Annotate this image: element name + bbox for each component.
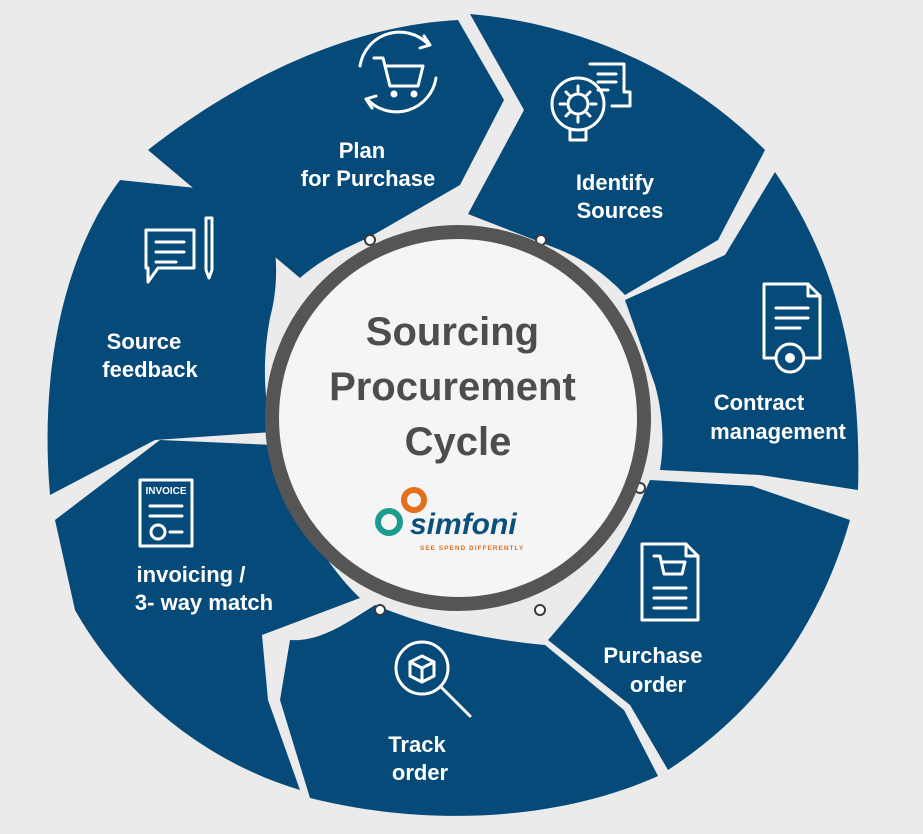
- segment-contract-management: [625, 172, 859, 490]
- segment-invoicing-3-way-match: [55, 440, 360, 790]
- cycle-ring: [47, 14, 859, 816]
- center-title-line-3: Cycle: [405, 420, 512, 464]
- step-label-purchase-order: Purchase order: [603, 643, 708, 697]
- step-label-invoicing-3-way-match: invoicing / 3- way match: [135, 562, 273, 615]
- brand-tagline: SEE SPEND DIFFERENTLY: [420, 545, 524, 552]
- purchase-order-icon: [640, 542, 700, 622]
- cart-refresh-icon: [358, 30, 438, 114]
- chat-pencil-icon: [144, 216, 214, 284]
- step-label-contract-management: Contract management: [710, 390, 846, 444]
- segment-source-feedback: [47, 180, 277, 495]
- logo-ring-orange: [401, 487, 427, 513]
- gear-document-icon: [550, 62, 632, 142]
- center-title-line-1: Sourcing: [366, 310, 539, 354]
- step-label-source-feedback: Source feedback: [102, 329, 198, 382]
- brand-name: simfoni: [410, 508, 517, 541]
- segment-identify-sources: [468, 14, 765, 295]
- step-label-identify-sources: Identify Sources: [576, 170, 664, 223]
- simfoni-logo: simfoni SEE SPEND DIFFERENTLY: [375, 487, 524, 552]
- logo-ring-teal: [375, 508, 403, 536]
- contract-gear-icon: [762, 282, 822, 374]
- step-label-track-order: Track order: [388, 732, 452, 785]
- center-title-line-2: Procurement: [329, 365, 576, 409]
- center-title: Sourcing Procurement Cycle: [329, 310, 587, 464]
- center-circle: [265, 225, 651, 611]
- step-label-plan-for-purchase: Plan for Purchase: [301, 138, 436, 191]
- segment-purchase-order: [548, 480, 850, 770]
- magnify-box-icon: [394, 640, 472, 718]
- invoice-icon-label: INVOICE: [145, 486, 186, 497]
- segment-track-order: [280, 605, 658, 816]
- invoice-icon: INVOICE: [138, 478, 194, 548]
